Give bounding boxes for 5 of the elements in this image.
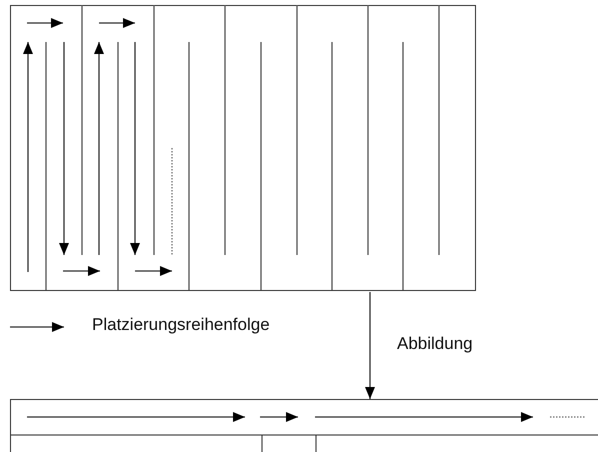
arrow <box>365 292 375 399</box>
linear-strip <box>10 399 598 452</box>
placement-grid <box>10 5 476 291</box>
legend-text: Platzierungsreihenfolge <box>92 315 270 335</box>
edge-label: Abbildung <box>397 334 473 354</box>
